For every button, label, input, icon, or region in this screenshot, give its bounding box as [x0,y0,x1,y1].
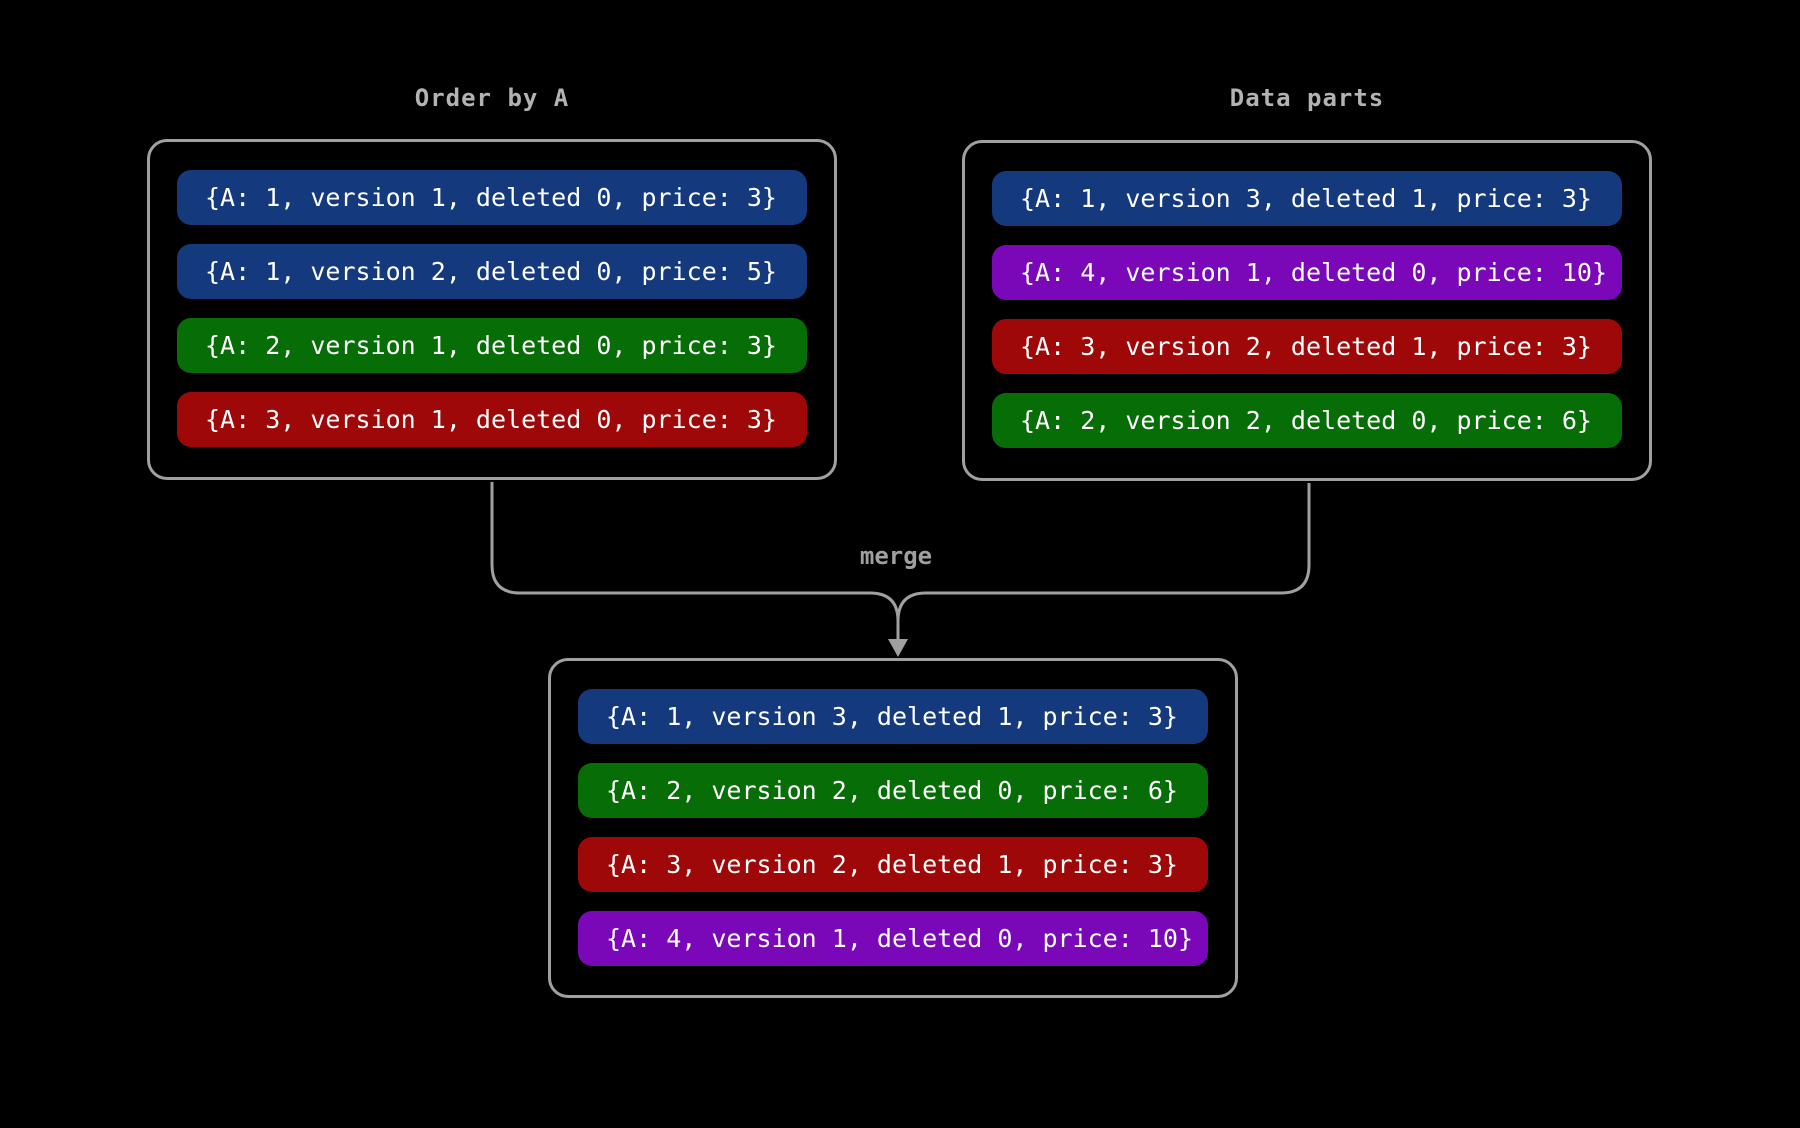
data-row: {A: 3, version 1, deleted 0, price: 3} [177,392,807,447]
data-parts-title: Data parts [1229,84,1385,112]
arrowhead-icon [888,639,908,657]
data-row: {A: 2, version 2, deleted 0, price: 6} [578,763,1208,818]
data-row: {A: 4, version 1, deleted 0, price: 10} [992,245,1622,300]
merged-result-box: {A: 1, version 3, deleted 1, price: 3} {… [548,658,1238,998]
data-row: {A: 1, version 2, deleted 0, price: 5} [177,244,807,299]
data-row: {A: 1, version 1, deleted 0, price: 3} [177,170,807,225]
data-row: {A: 3, version 2, deleted 1, price: 3} [992,319,1622,374]
data-row: {A: 1, version 3, deleted 1, price: 3} [578,689,1208,744]
data-row: {A: 2, version 1, deleted 0, price: 3} [177,318,807,373]
data-row: {A: 1, version 3, deleted 1, price: 3} [992,171,1622,226]
order-by-a-box: {A: 1, version 1, deleted 0, price: 3} {… [147,139,837,480]
data-row: {A: 3, version 2, deleted 1, price: 3} [578,837,1208,892]
order-by-a-title: Order by A [414,84,570,112]
merge-label: merge [859,542,933,570]
data-row: {A: 4, version 1, deleted 0, price: 10} [578,911,1208,966]
data-row: {A: 2, version 2, deleted 0, price: 6} [992,393,1622,448]
data-parts-box: {A: 1, version 3, deleted 1, price: 3} {… [962,140,1652,481]
